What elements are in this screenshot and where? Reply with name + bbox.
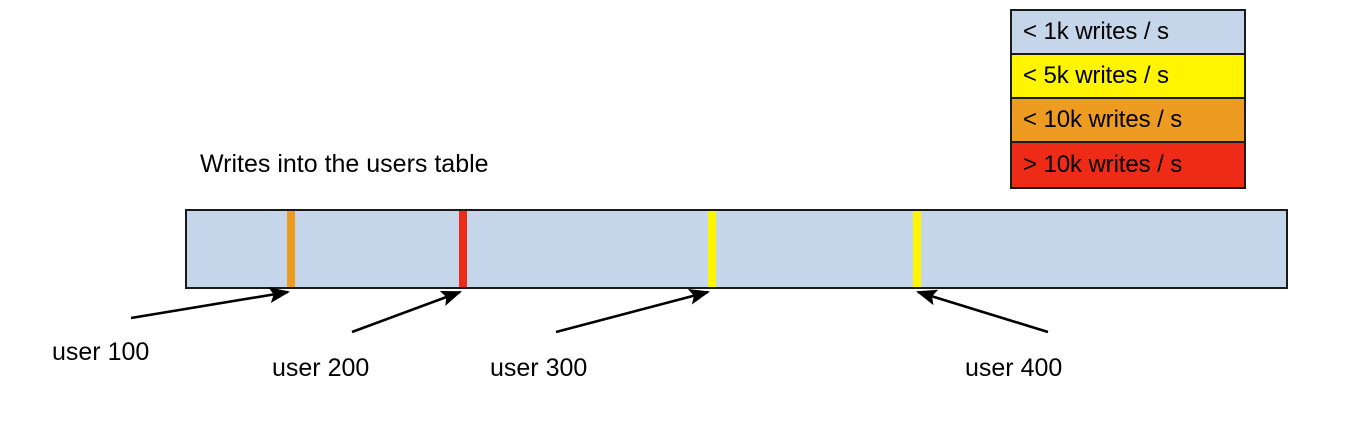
- legend-row-gt-10k: > 10k writes / s: [1012, 143, 1244, 187]
- legend-row-lt-1k: < 1k writes / s: [1012, 11, 1244, 55]
- arrow-user-400: [916, 289, 1049, 334]
- label-user-400: user 400: [965, 354, 1063, 382]
- legend-label-lt-10k: < 10k writes / s: [1023, 106, 1183, 133]
- stripe-user-200: [459, 211, 467, 287]
- legend-label-gt-10k: > 10k writes / s: [1023, 151, 1183, 178]
- chart-title: Writes into the users table: [200, 150, 489, 178]
- legend-label-lt-5k: < 5k writes / s: [1023, 62, 1169, 89]
- arrow-user-300: [555, 288, 711, 334]
- write-rate-legend: < 1k writes / s < 5k writes / s < 10k wr…: [1010, 9, 1246, 189]
- legend-label-lt-1k: < 1k writes / s: [1023, 18, 1169, 45]
- label-user-100: user 100: [52, 338, 150, 366]
- legend-row-lt-10k: < 10k writes / s: [1012, 99, 1244, 143]
- stripe-user-300: [708, 211, 716, 287]
- users-table-bar: [185, 209, 1288, 289]
- legend-row-lt-5k: < 5k writes / s: [1012, 55, 1244, 99]
- label-user-200: user 200: [272, 354, 370, 382]
- label-user-300: user 300: [490, 354, 588, 382]
- stripe-user-100: [287, 211, 295, 287]
- stripe-user-400: [913, 211, 921, 287]
- arrow-user-100: [130, 287, 291, 320]
- arrow-user-200: [351, 290, 462, 334]
